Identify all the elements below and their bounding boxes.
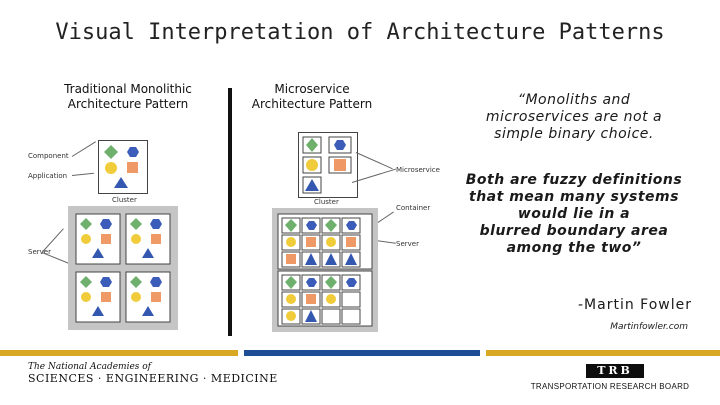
monolithic-heading: Traditional Monolithic Architecture Patt… bbox=[48, 82, 208, 112]
container-contents bbox=[285, 219, 357, 322]
diamond-icon bbox=[104, 145, 118, 159]
quote-author: -Martin Fowler bbox=[578, 297, 692, 313]
monolith-server bbox=[125, 213, 171, 265]
microservice-box bbox=[298, 132, 358, 198]
leader-line bbox=[71, 141, 97, 157]
nas-logo: The National Academies of SCIENCES · ENG… bbox=[28, 362, 278, 385]
application-label: Application bbox=[28, 172, 68, 180]
application-shapes bbox=[104, 145, 139, 188]
microservice-heading-line2: Architecture Pattern bbox=[251, 97, 373, 111]
monolith-cluster bbox=[68, 206, 178, 330]
trb-logo: TRB bbox=[586, 364, 644, 378]
nas-logo-line1: The National Academies of bbox=[28, 362, 152, 372]
server-label-right: Server bbox=[396, 240, 419, 248]
monolith-cluster-diagram bbox=[75, 213, 171, 323]
leader-line bbox=[41, 228, 64, 253]
component-label: Component bbox=[28, 152, 69, 160]
quote-line: among the two” bbox=[506, 240, 642, 256]
triangle-icon bbox=[114, 177, 128, 188]
circle-icon bbox=[105, 162, 117, 174]
monolithic-heading-line1: Traditional Monolithic bbox=[64, 82, 192, 96]
microservice-cluster bbox=[272, 208, 378, 332]
leader-line bbox=[71, 172, 94, 176]
leader-line bbox=[355, 152, 393, 170]
monolith-server bbox=[75, 213, 121, 265]
microservice-shapes bbox=[302, 136, 352, 194]
quote-line: “Monoliths and bbox=[517, 92, 631, 108]
trb-name: TRANSPORTATION RESEARCH BOARD bbox=[530, 382, 690, 391]
microservice-label: Microservice bbox=[396, 166, 440, 174]
leader-line bbox=[351, 168, 397, 183]
footer-bar-navy bbox=[244, 350, 480, 356]
quote-line: blurred boundary area bbox=[479, 223, 669, 239]
fowler-quote: “Monoliths and microservices are not a s… bbox=[462, 92, 686, 143]
monolithic-heading-line2: Architecture Pattern bbox=[67, 97, 189, 111]
page-title: Visual Interpretation of Architecture Pa… bbox=[55, 20, 665, 45]
microservice-heading-line1: Microservice bbox=[274, 82, 350, 96]
quote-line: that mean many systems bbox=[469, 189, 679, 205]
quote-line: microservices are not a bbox=[485, 109, 663, 125]
quote-source: Martinfowler.com bbox=[610, 322, 688, 332]
monolith-server bbox=[125, 271, 171, 323]
application-box bbox=[98, 140, 148, 194]
server-label-left: Server bbox=[28, 248, 51, 256]
cluster-label-middle: Cluster bbox=[314, 198, 339, 206]
monolith-server bbox=[75, 271, 121, 323]
quote-line: simple binary choice. bbox=[494, 126, 654, 142]
footer-bar-gold bbox=[486, 350, 720, 356]
leader-line bbox=[375, 240, 396, 244]
fowler-quote-emphasis: Both are fuzzy definitions that mean man… bbox=[462, 172, 686, 257]
square-icon bbox=[127, 162, 138, 173]
microservice-cluster-diagram bbox=[277, 213, 373, 327]
nas-logo-line2: SCIENCES · ENGINEERING · MEDICINE bbox=[28, 372, 278, 385]
footer-bar-gold bbox=[0, 350, 238, 356]
quote-line: would lie in a bbox=[517, 206, 631, 222]
cluster-label-left: Cluster bbox=[112, 196, 137, 204]
quote-line: Both are fuzzy definitions bbox=[465, 172, 683, 188]
hexagon-icon bbox=[127, 147, 139, 157]
microservice-heading: Microservice Architecture Pattern bbox=[248, 82, 376, 112]
container-label: Container bbox=[396, 204, 431, 212]
column-divider bbox=[228, 88, 232, 336]
